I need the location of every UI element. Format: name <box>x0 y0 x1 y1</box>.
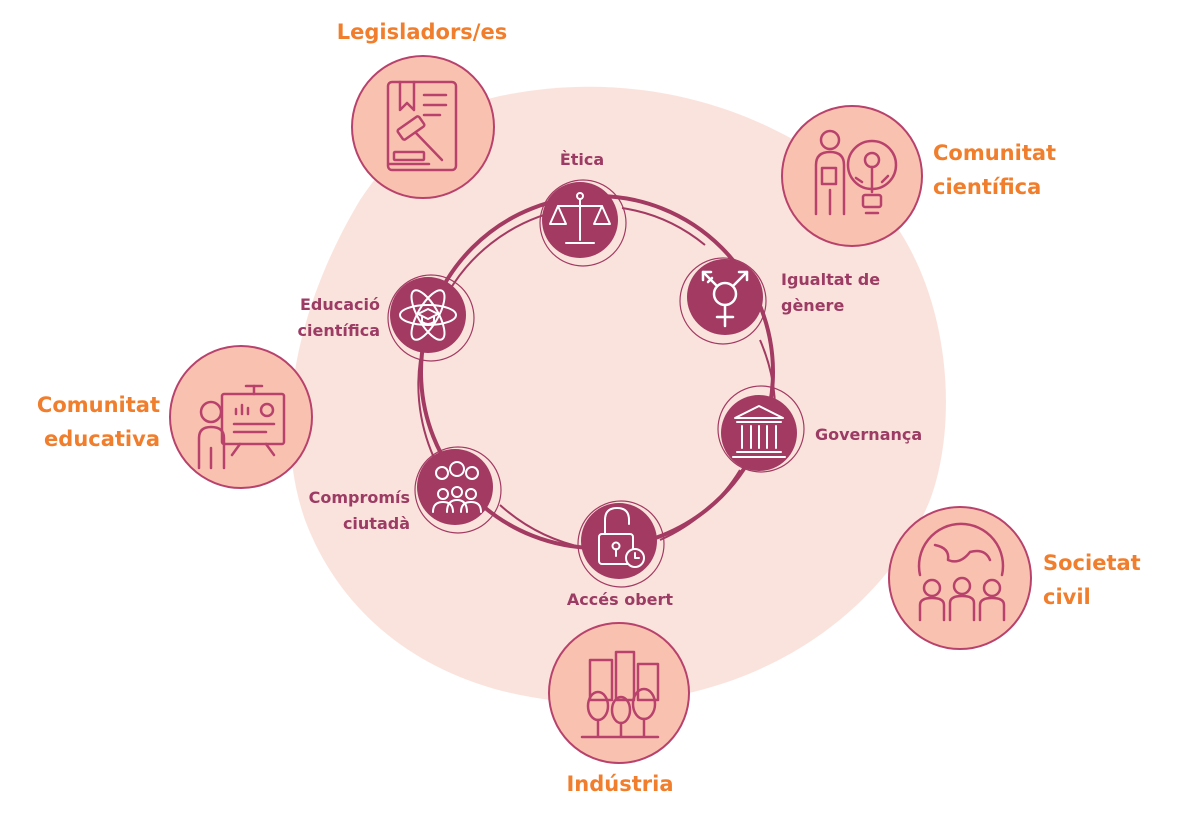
stakeholder-label-line: Comunitat <box>933 141 1057 165</box>
globe-people-icon <box>917 522 1006 622</box>
scales-icon <box>549 192 611 244</box>
gender-symbol-icon <box>701 270 749 328</box>
scientist-lightbulb-icon <box>814 129 898 216</box>
government-building-icon <box>732 405 786 458</box>
stakeholder-label-legisladors: Legisladors/es <box>322 19 522 45</box>
key-area-governanca <box>717 385 805 473</box>
stakeholder-societat-civil <box>888 506 1032 650</box>
key-area-educacio <box>387 274 475 362</box>
legislation-gavel-icon <box>386 80 458 172</box>
open-padlock-clock-icon <box>598 507 645 568</box>
stakeholder-label-line: Legisladors/es <box>336 20 508 44</box>
key-area-etica <box>539 179 627 267</box>
key-area-label-line: científica <box>297 321 380 340</box>
key-area-compromis <box>414 446 502 534</box>
key-area-acces-obert <box>577 500 665 588</box>
key-area-label-line: Governança <box>815 425 923 444</box>
key-area-label-igualtat: Igualtat de gènere <box>781 270 880 316</box>
key-area-igualtat <box>679 257 767 345</box>
stakeholder-comunitat-educativa <box>169 345 313 489</box>
key-area-label-governanca: Governança <box>815 425 922 445</box>
key-area-label-compromis: Compromís ciutadà <box>248 488 410 534</box>
stakeholder-industria <box>548 622 690 764</box>
stakeholder-label-comunitat-cientifica: Comunitat científica <box>933 140 1056 201</box>
key-area-label-line: Ètica <box>559 150 605 169</box>
stakeholder-label-line: Comunitat <box>36 393 160 417</box>
stakeholder-comunitat-cientifica <box>781 105 923 247</box>
stakeholder-label-comunitat-educativa: Comunitat educativa <box>0 392 160 453</box>
stakeholder-label-line: civil <box>1043 585 1091 610</box>
key-area-label-line: Compromís <box>308 488 410 507</box>
key-area-label-acces-obert: Accés obert <box>540 590 700 610</box>
stakeholder-label-industria: Indústria <box>520 771 720 797</box>
stakeholder-label-line: científica <box>933 175 1042 200</box>
citizens-feedback-icon <box>432 461 482 513</box>
key-area-label-line: Educació <box>299 295 380 314</box>
key-area-label-etica: Ètica <box>522 150 642 170</box>
stakeholder-label-line: Indústria <box>566 772 674 796</box>
city-trees-icon <box>580 650 660 739</box>
stakeholder-label-line: Societat <box>1043 551 1141 575</box>
key-area-label-line: Accés obert <box>566 590 674 609</box>
key-area-label-line: Igualtat de <box>781 270 881 289</box>
teacher-presentation-icon <box>197 384 286 470</box>
key-area-label-line: ciutadà <box>342 514 410 533</box>
atom-graduation-icon <box>399 289 457 341</box>
stakeholder-label-line: educativa <box>44 427 160 452</box>
background-blob <box>290 86 946 703</box>
key-area-label-line: gènere <box>781 296 845 315</box>
stakeholder-legisladors <box>351 55 495 199</box>
stakeholder-label-societat-civil: Societat civil <box>1043 550 1141 611</box>
key-area-label-educacio: Educació científica <box>218 295 380 341</box>
